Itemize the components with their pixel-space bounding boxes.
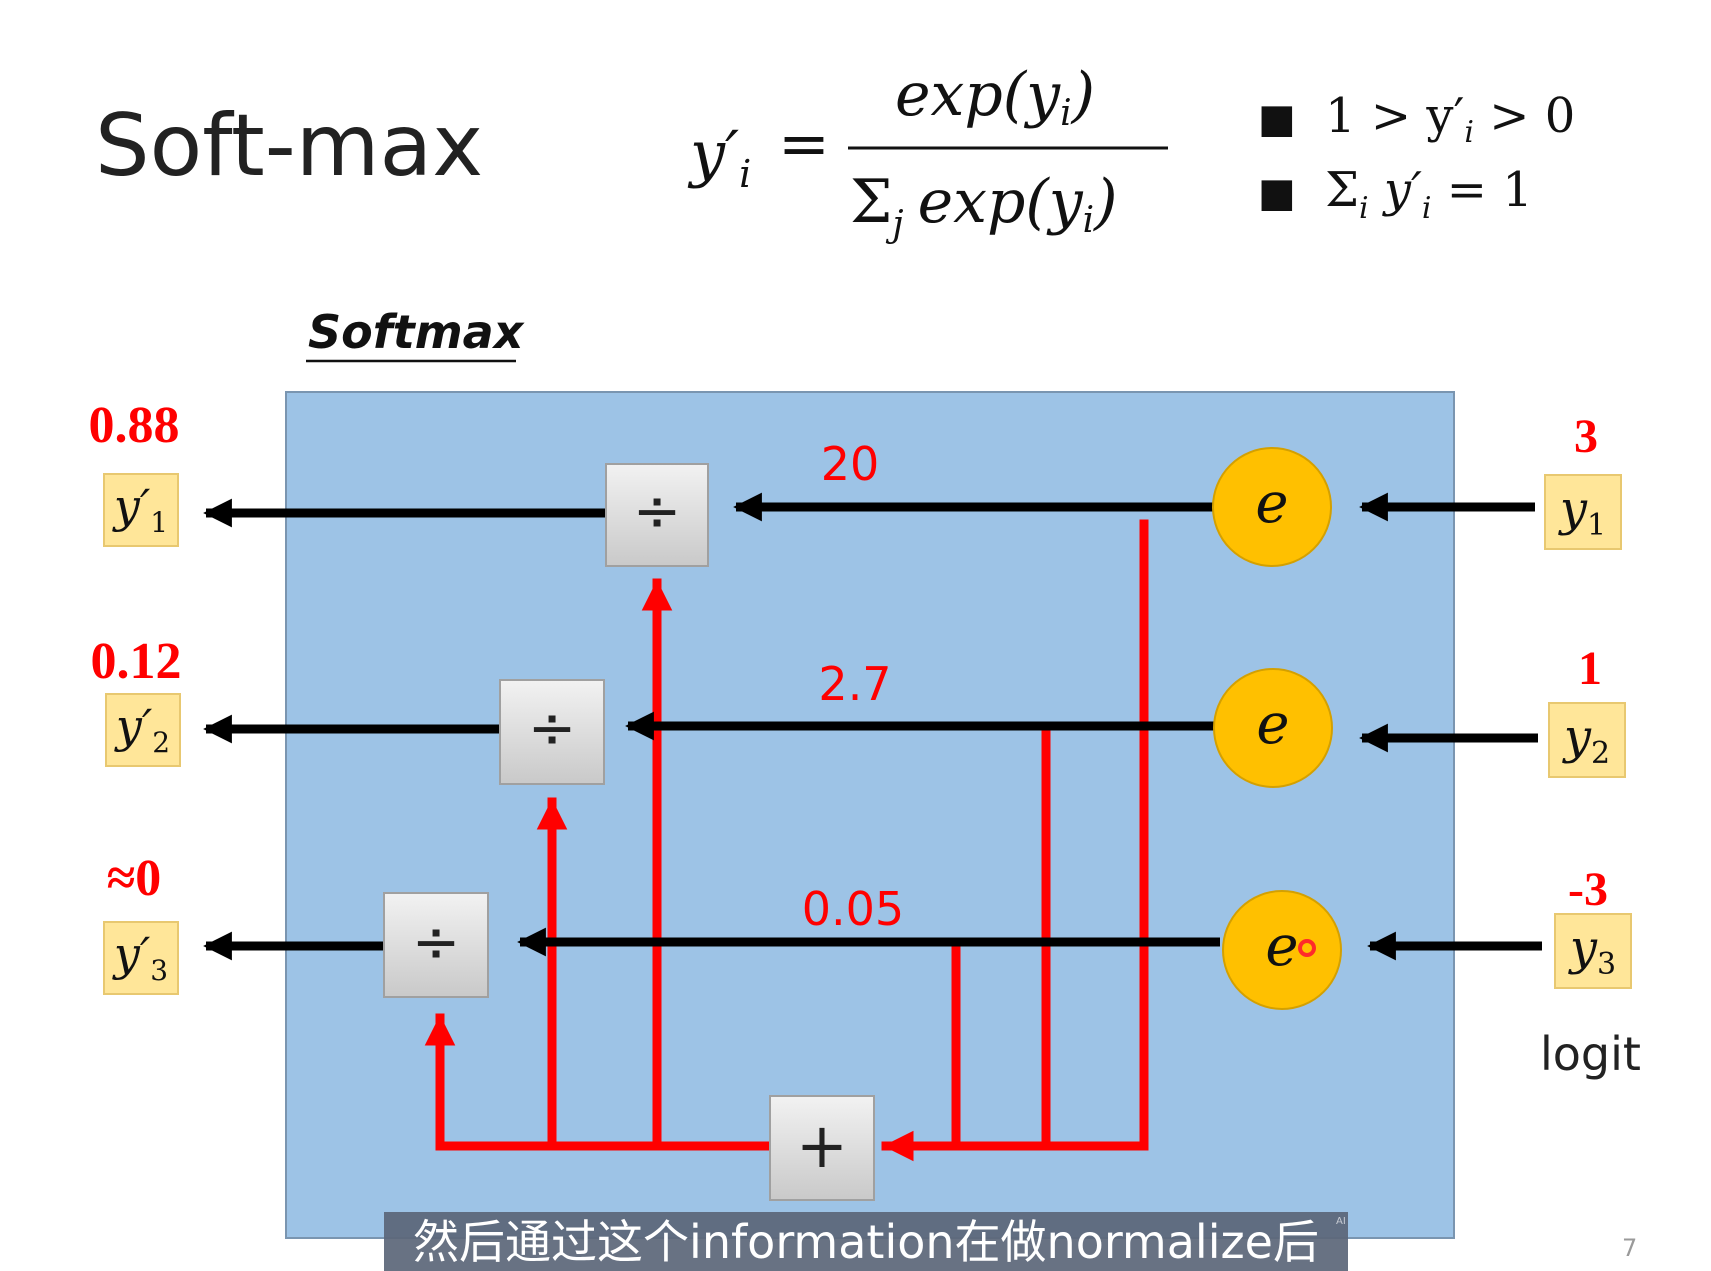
input-box-row2: y2 <box>1548 702 1626 778</box>
input-value-row3: -3 <box>1568 863 1608 916</box>
svg-text:exp(yi): exp(yi) <box>895 60 1095 134</box>
output-value-row3: ≈0 <box>107 850 162 907</box>
input-sub-row2: 2 <box>1591 736 1610 771</box>
formula-lhs-sub: i <box>739 152 751 196</box>
condition-1-part-b: > 0 <box>1474 88 1575 144</box>
ai-mark: AI <box>1336 1216 1346 1227</box>
input-box-row3: y3 <box>1554 913 1632 989</box>
exp-node-row3: e <box>1222 890 1342 1010</box>
formula-numerator: exp(y <box>895 60 1061 130</box>
condition-2-var-sub: i <box>1422 191 1432 226</box>
condition-2-bullet: ■ <box>1258 170 1296 216</box>
exp-value-row1: 20 <box>821 437 880 491</box>
formula-numerator-sub: i <box>1060 93 1072 134</box>
logit-label: logit <box>1540 1027 1641 1081</box>
black-signal-arrows <box>203 492 1542 961</box>
condition-1-sub: i <box>1464 115 1474 150</box>
condition-2-sigma-sub: i <box>1359 191 1369 226</box>
divide-node-row3: ÷ <box>383 892 489 998</box>
formula-denominator-close: ) <box>1092 167 1117 237</box>
output-box-row1: y′1 <box>103 473 179 547</box>
page-number: 7 <box>1622 1234 1637 1262</box>
exp-symbol-row3: e <box>1265 914 1298 979</box>
formula-equals: = <box>778 107 830 180</box>
input-var-row2: y <box>1562 709 1592 765</box>
exp-node-row1: e <box>1212 447 1332 567</box>
output-sub-row2: 2 <box>152 726 170 759</box>
svg-text:y′3: y′3 <box>112 927 168 987</box>
svg-text:■ 1 > y′i > 0: ■ 1 > y′i > 0 <box>1258 88 1575 150</box>
input-sub-row1: 1 <box>1587 508 1606 543</box>
input-value-row1: 3 <box>1574 410 1598 463</box>
cursor-marker <box>1298 939 1316 957</box>
formula-denominator: exp(y <box>918 167 1084 237</box>
red-sum-wiring <box>424 519 1149 1162</box>
output-box-row3: y′3 <box>103 921 179 995</box>
svg-text:y3: y3 <box>1568 920 1616 982</box>
input-box-row1: y1 <box>1544 474 1622 550</box>
svg-text:y1: y1 <box>1558 481 1606 543</box>
divide-symbol-row2: ÷ <box>528 694 577 762</box>
svg-text:y′2: y′2 <box>114 699 170 759</box>
divide-symbol-row3: ÷ <box>412 908 461 976</box>
softmax-conditions: ■ 1 > y′i > 0 ■ Σi y′i = 1 <box>1258 88 1575 226</box>
condition-1-part-a: 1 > y′ <box>1325 88 1464 144</box>
formula-denominator-sub: i <box>1083 200 1095 241</box>
output-var-row2: y′ <box>114 699 153 753</box>
condition-2-rest: = 1 <box>1432 162 1533 218</box>
output-var-row3: y′ <box>112 927 151 981</box>
formula-sigma: Σ <box>850 167 892 237</box>
output-sub-row1: 1 <box>150 506 168 539</box>
output-value-row2: 0.12 <box>91 633 182 690</box>
output-sub-row3: 3 <box>150 954 168 987</box>
svg-text:y′1: y′1 <box>112 479 168 539</box>
svg-text:y′i: y′i <box>687 117 751 196</box>
softmax-heading: Softmax <box>308 305 525 359</box>
output-value-row1: 0.88 <box>89 397 180 454</box>
output-var-row1: y′ <box>112 479 151 533</box>
exp-symbol-row2: e <box>1256 692 1289 757</box>
subtitle-caption-text: 然后通过这个information在做normalize后 <box>413 1215 1319 1269</box>
sum-node: + <box>769 1095 875 1201</box>
exp-value-row3: 0.05 <box>802 882 904 936</box>
input-var-row1: y <box>1558 481 1588 537</box>
input-sub-row3: 3 <box>1597 947 1616 982</box>
output-box-row2: y′2 <box>105 693 181 767</box>
sum-symbol: + <box>796 1109 848 1182</box>
subtitle-caption: 然后通过这个information在做normalize后 AI <box>384 1212 1348 1271</box>
condition-2-var: y′ <box>1369 162 1422 218</box>
formula-numerator-close: ) <box>1070 60 1095 130</box>
slide-title: Soft-max <box>95 96 483 196</box>
divide-node-row2: ÷ <box>499 679 605 785</box>
exp-value-row2: 2.7 <box>818 657 891 711</box>
exp-symbol-row1: e <box>1255 471 1288 536</box>
exp-node-row2: e <box>1213 668 1333 788</box>
condition-1-bullet: ■ <box>1258 96 1296 142</box>
input-var-row3: y <box>1568 920 1598 976</box>
input-value-row2: 1 <box>1578 642 1602 695</box>
divide-symbol-row1: ÷ <box>633 477 682 545</box>
svg-text:y2: y2 <box>1562 709 1610 771</box>
svg-text:■ Σi y′i = 1: ■ Σi y′i = 1 <box>1258 162 1533 226</box>
condition-2-sigma: Σ <box>1325 162 1359 218</box>
divide-node-row1: ÷ <box>605 463 709 567</box>
formula-lhs: y′ <box>687 117 739 190</box>
